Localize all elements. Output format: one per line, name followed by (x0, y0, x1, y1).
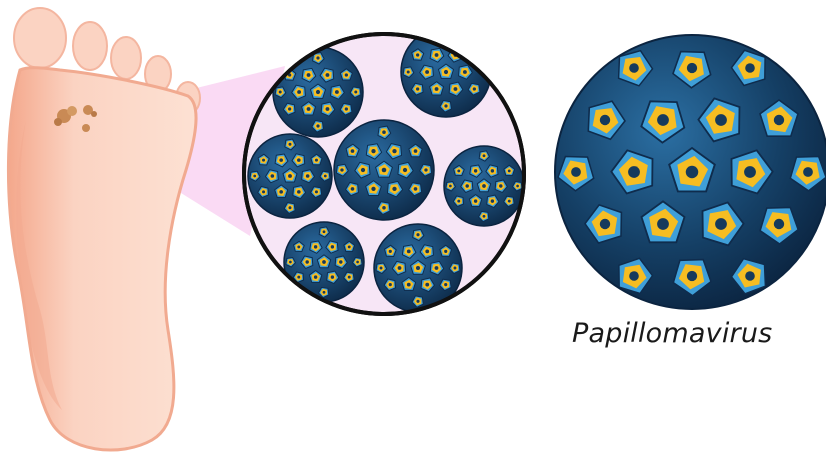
small-virus (334, 120, 434, 220)
capsomer (468, 49, 480, 60)
small-virus (248, 134, 332, 218)
magnifier-circle (244, 27, 524, 314)
foot-illustration (8, 8, 200, 450)
small-virus (273, 47, 363, 137)
capsomer (441, 33, 453, 45)
small-virus (444, 146, 524, 226)
small-virus (284, 222, 364, 302)
virus-label: Papillomavirus (572, 318, 822, 349)
virus-particle (555, 35, 826, 309)
